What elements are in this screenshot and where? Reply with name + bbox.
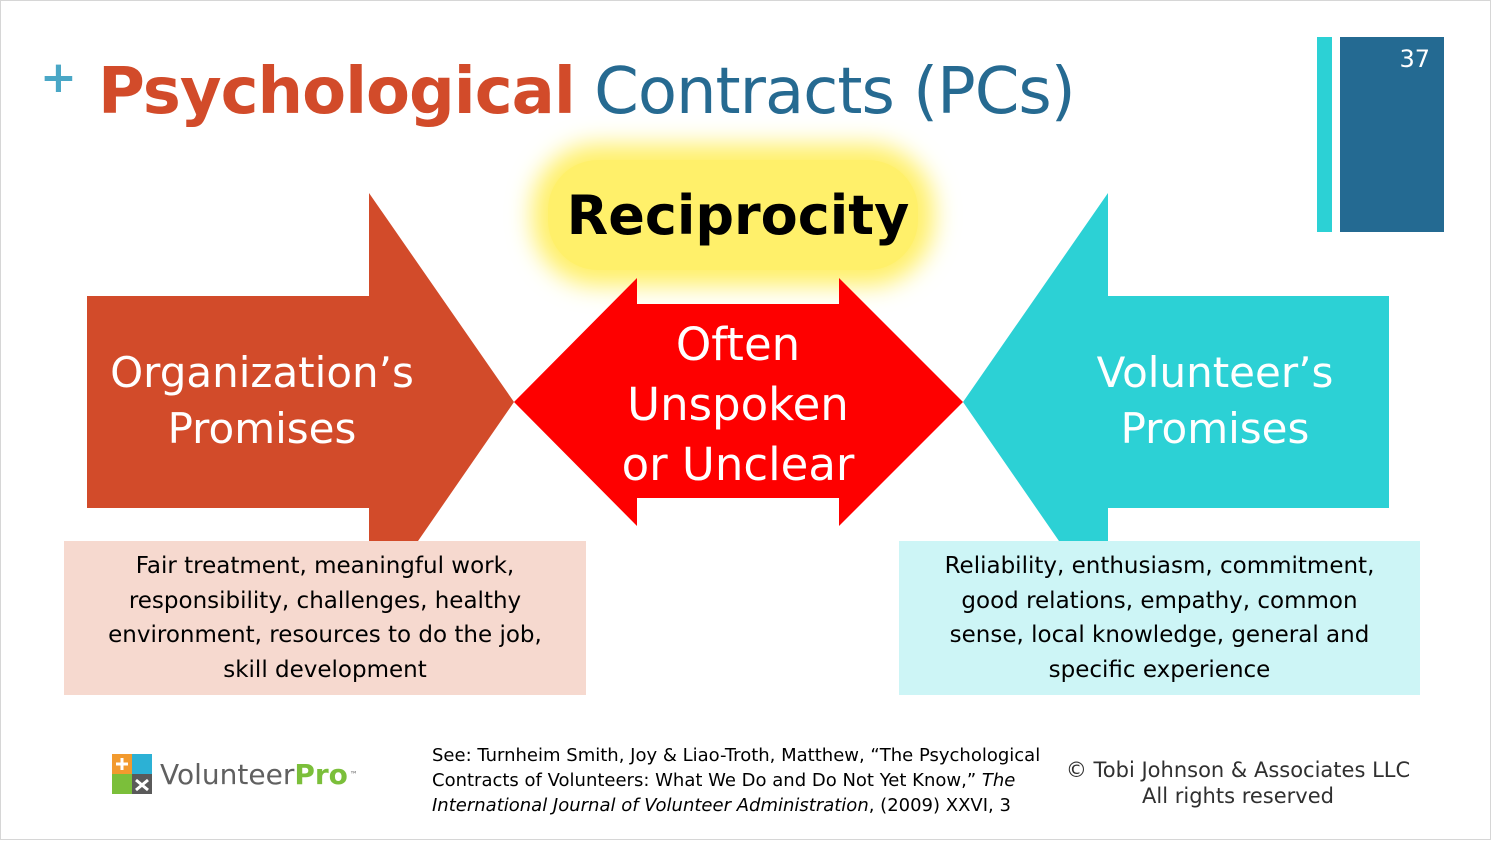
volunteer-box-line3: sense, local knowledge, general and (949, 622, 1370, 648)
citation: See: Turnheim Smith, Joy & Liao-Troth, M… (432, 743, 1052, 818)
reciprocity-label: Reciprocity (566, 184, 910, 247)
volunteer-promises-line1: Volunteer’s (1096, 348, 1334, 397)
organization-promises-box: Fair treatment, meaningful work, respons… (64, 541, 586, 695)
organization-promises-line1: Organization’s (110, 348, 414, 397)
copyright-line2: All rights reserved (1142, 784, 1334, 808)
volunteer-promises-arrow (963, 193, 1389, 612)
often-unspoken-double-arrow (514, 278, 963, 526)
citation-line3: International Journal of Volunteer Admin… (432, 793, 1052, 818)
organization-box-line4: skill development (223, 656, 427, 683)
volunteer-box-line2: good relations, empathy, common (961, 587, 1358, 614)
citation-line2-text: Contracts of Volunteers: What We Do and … (432, 770, 982, 791)
slide-number: 37 (1399, 45, 1430, 73)
organization-box-line1: Fair treatment, meaningful work, (135, 553, 515, 579)
page-title: Psychological Contracts (PCs) (98, 52, 1076, 132)
often-unspoken-line2: Unspoken (627, 378, 849, 431)
organization-box-line2: responsibility, challenges, healthy (128, 587, 522, 614)
copyright-notice: © Tobi Johnson & Associates LLC All righ… (1058, 757, 1418, 809)
logo-trademark: ™ (349, 769, 358, 779)
organization-promises-line2: Promises (167, 404, 357, 453)
title-part-contracts: Contracts (PCs) (594, 55, 1076, 129)
citation-journal-title: International Journal of Volunteer Admin… (432, 795, 869, 816)
volunteerpro-logo-icon (112, 754, 152, 794)
logo-word-volunteer: Volunteer (160, 757, 295, 791)
organization-promises-arrow (87, 193, 514, 612)
organization-box-line3: environment, resources to do the job, (108, 622, 542, 648)
slide-number-block: 37 (1340, 37, 1444, 232)
often-unspoken-label: Often Unspoken or Unclear (598, 315, 878, 495)
reciprocity-highlight-glow (548, 160, 918, 270)
volunteer-promises-box: Reliability, enthusiasm, commitment, goo… (899, 541, 1420, 695)
plus-icon: + (40, 52, 77, 103)
often-unspoken-line1: Often (675, 318, 801, 371)
citation-line3-text: , (2009) XXVI, 3 (868, 795, 1011, 816)
title-part-psychological: Psychological (98, 55, 576, 129)
decorative-bar-cyan (1317, 37, 1332, 232)
logo-word-pro: Pro (294, 757, 348, 791)
citation-line2-italic: The (981, 770, 1016, 791)
volunteer-box-line1: Reliability, enthusiasm, commitment, (944, 553, 1375, 579)
citation-line2: Contracts of Volunteers: What We Do and … (432, 768, 1052, 793)
often-unspoken-line3: or Unclear (621, 438, 855, 491)
volunteer-box-line4: specific experience (1048, 656, 1271, 683)
volunteer-promises-line2: Promises (1120, 404, 1310, 453)
citation-line1: See: Turnheim Smith, Joy & Liao-Troth, M… (432, 745, 1041, 766)
volunteer-promises-label: Volunteer’s Promises (1040, 345, 1390, 457)
copyright-line1: © Tobi Johnson & Associates LLC (1065, 758, 1411, 782)
organization-promises-label: Organization’s Promises (87, 345, 437, 457)
